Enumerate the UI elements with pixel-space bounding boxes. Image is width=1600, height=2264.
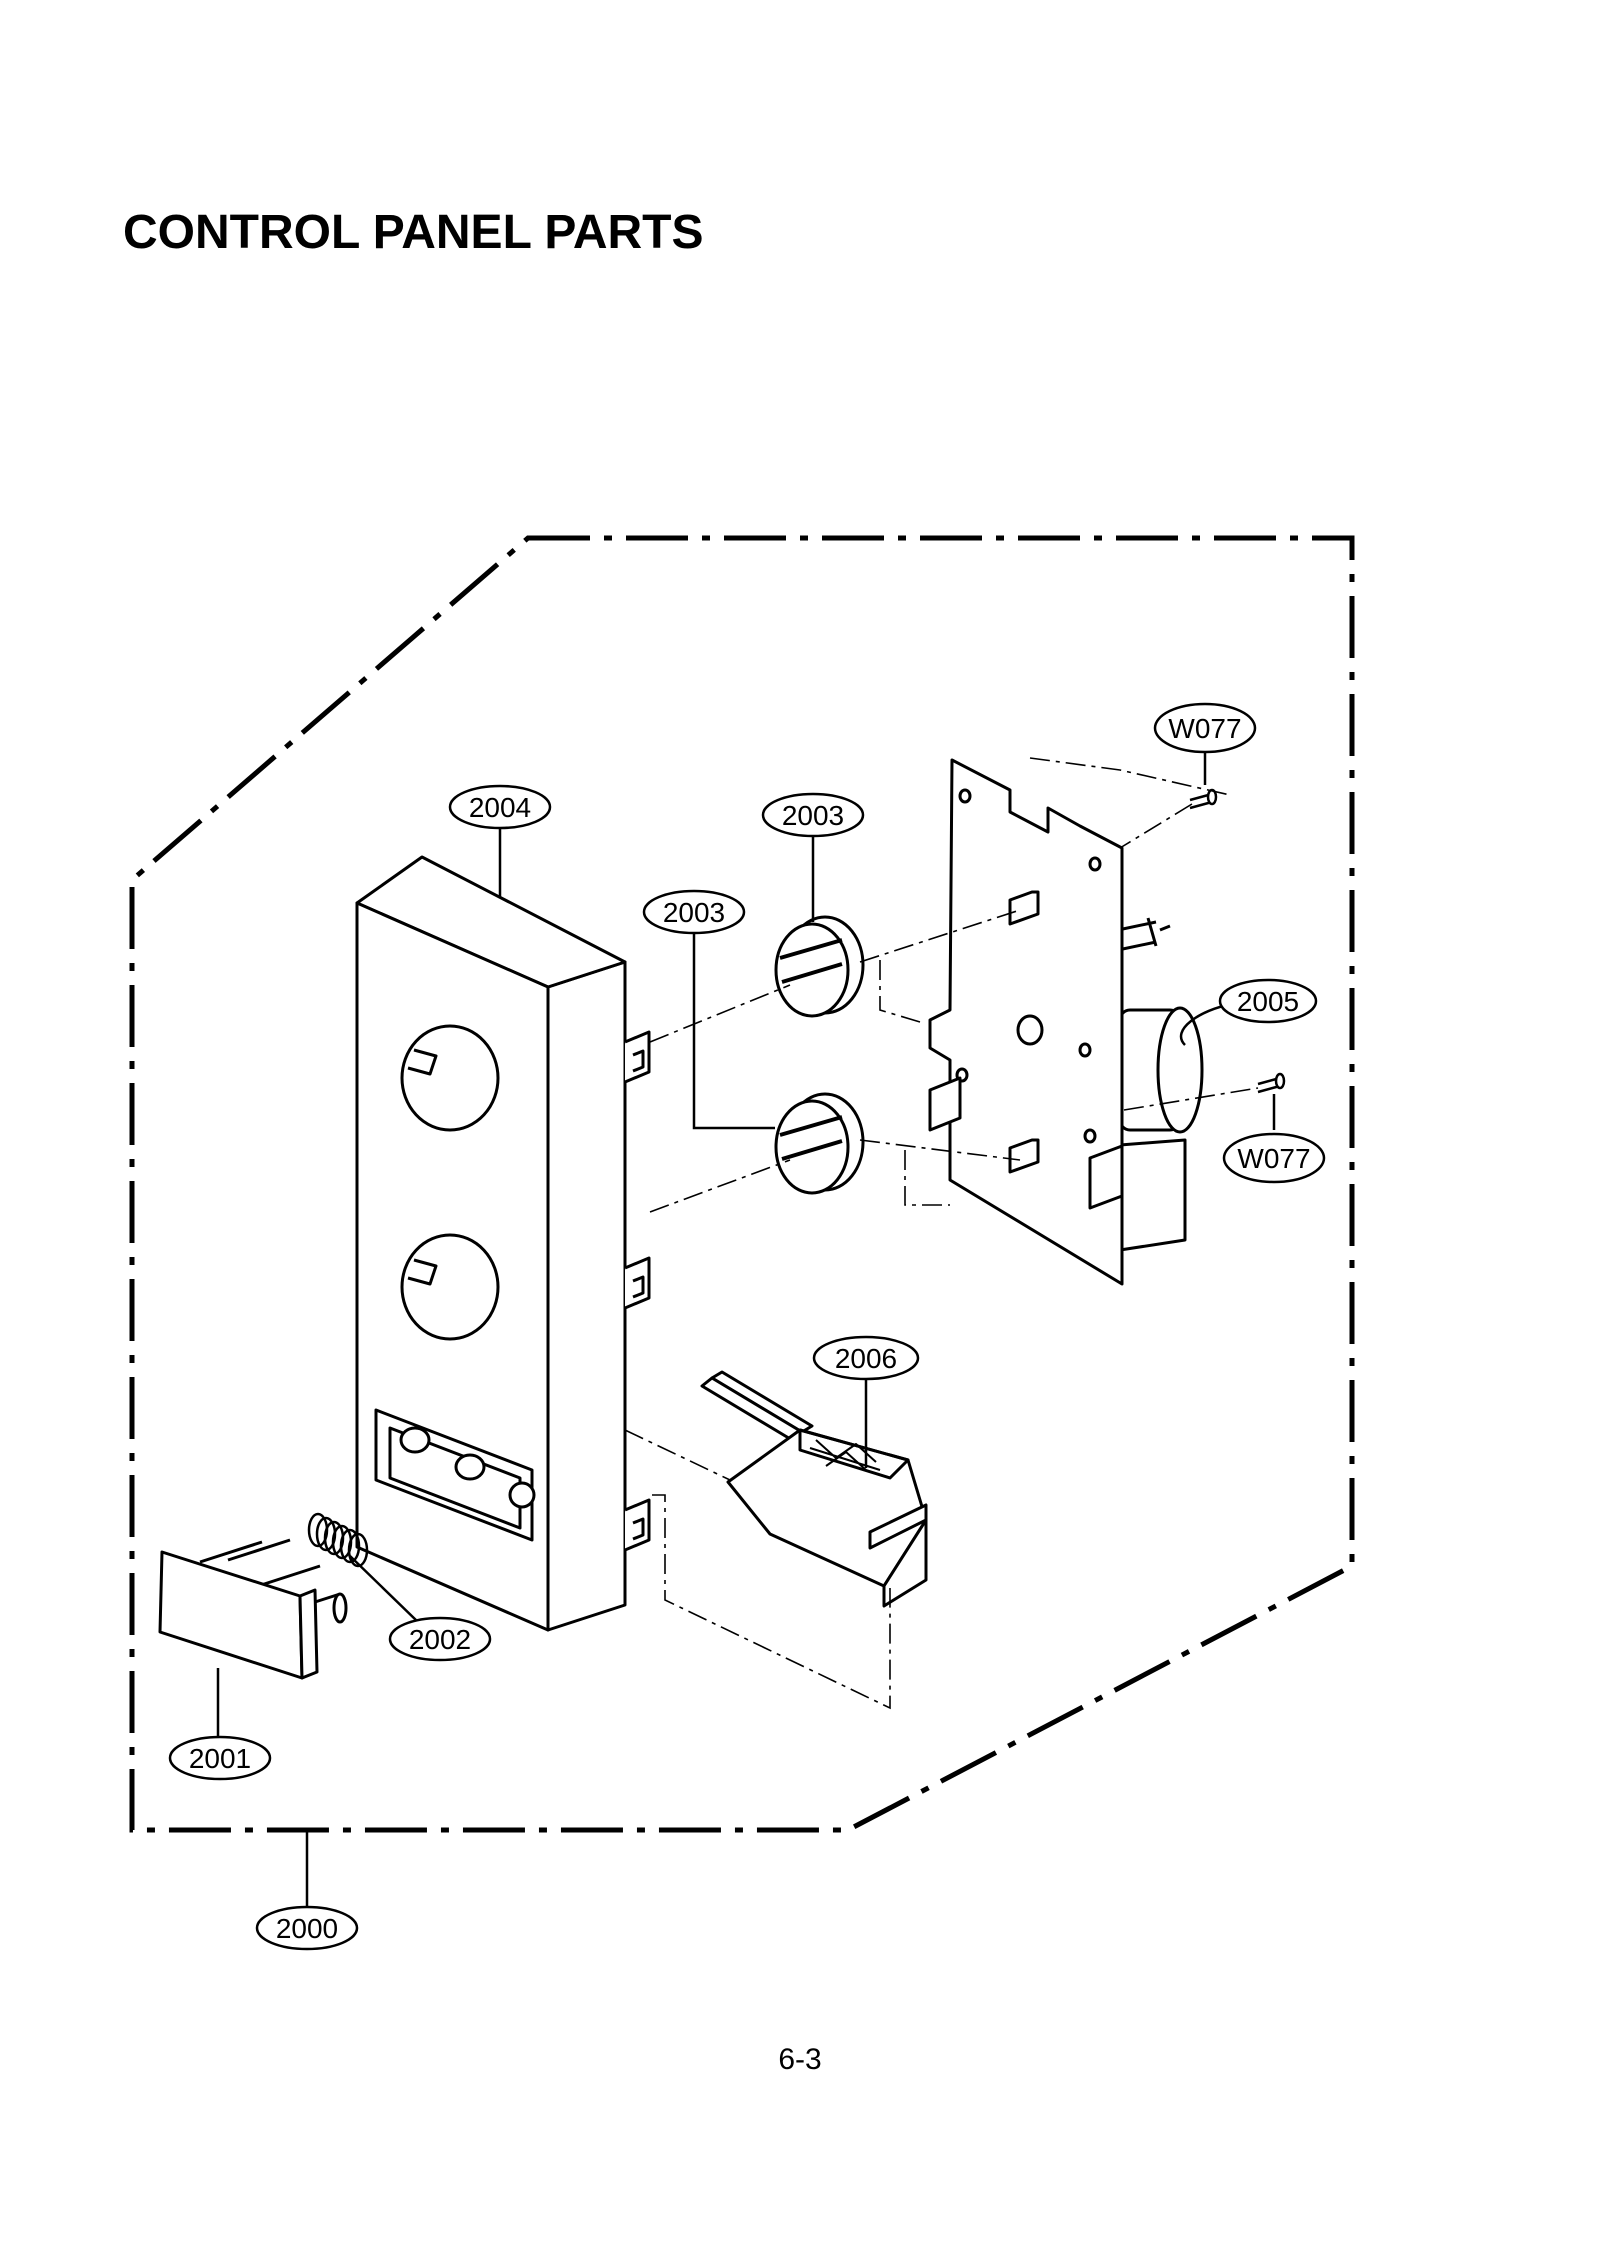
svg-text:2006: 2006 bbox=[835, 1343, 897, 1374]
callout-2003-upper: 2003 bbox=[761, 792, 865, 838]
assembly-boundary bbox=[129, 535, 1355, 1833]
svg-text:2002: 2002 bbox=[409, 1624, 471, 1655]
callout-w077-upper: W077 bbox=[1153, 702, 1257, 754]
screw-upper bbox=[1189, 788, 1218, 810]
svg-text:2000: 2000 bbox=[276, 1913, 338, 1944]
push-button bbox=[158, 1538, 348, 1680]
callout-2003-lower: 2003 bbox=[642, 889, 746, 935]
assembly-guide-lines bbox=[624, 757, 1259, 1710]
svg-text:2001: 2001 bbox=[189, 1743, 251, 1774]
callout-2001: 2001 bbox=[168, 1735, 272, 1781]
page-title: CONTROL PANEL PARTS bbox=[123, 206, 704, 259]
callout-w077-lower: W077 bbox=[1222, 1132, 1326, 1184]
control-panel-frame bbox=[355, 855, 651, 1632]
svg-text:2003: 2003 bbox=[663, 897, 725, 928]
svg-text:2005: 2005 bbox=[1237, 986, 1299, 1017]
svg-text:W077: W077 bbox=[1168, 713, 1241, 744]
callout-2004: 2004 bbox=[448, 784, 552, 830]
page-number: 6-3 bbox=[778, 2043, 822, 2076]
svg-text:W077: W077 bbox=[1237, 1143, 1310, 1174]
callout-2002: 2002 bbox=[388, 1616, 492, 1662]
screw-lower bbox=[1257, 1072, 1286, 1094]
knob-upper bbox=[774, 915, 865, 1018]
timer-bracket bbox=[928, 758, 1204, 1286]
callout-2000: 2000 bbox=[255, 1905, 359, 1951]
knob-lower bbox=[774, 1092, 865, 1195]
spring bbox=[307, 1512, 369, 1568]
callout-2006: 2006 bbox=[812, 1335, 920, 1381]
svg-text:2003: 2003 bbox=[782, 800, 844, 831]
svg-text:2004: 2004 bbox=[469, 792, 531, 823]
latch-lever bbox=[700, 1370, 928, 1608]
callout-2005: 2005 bbox=[1218, 978, 1318, 1024]
